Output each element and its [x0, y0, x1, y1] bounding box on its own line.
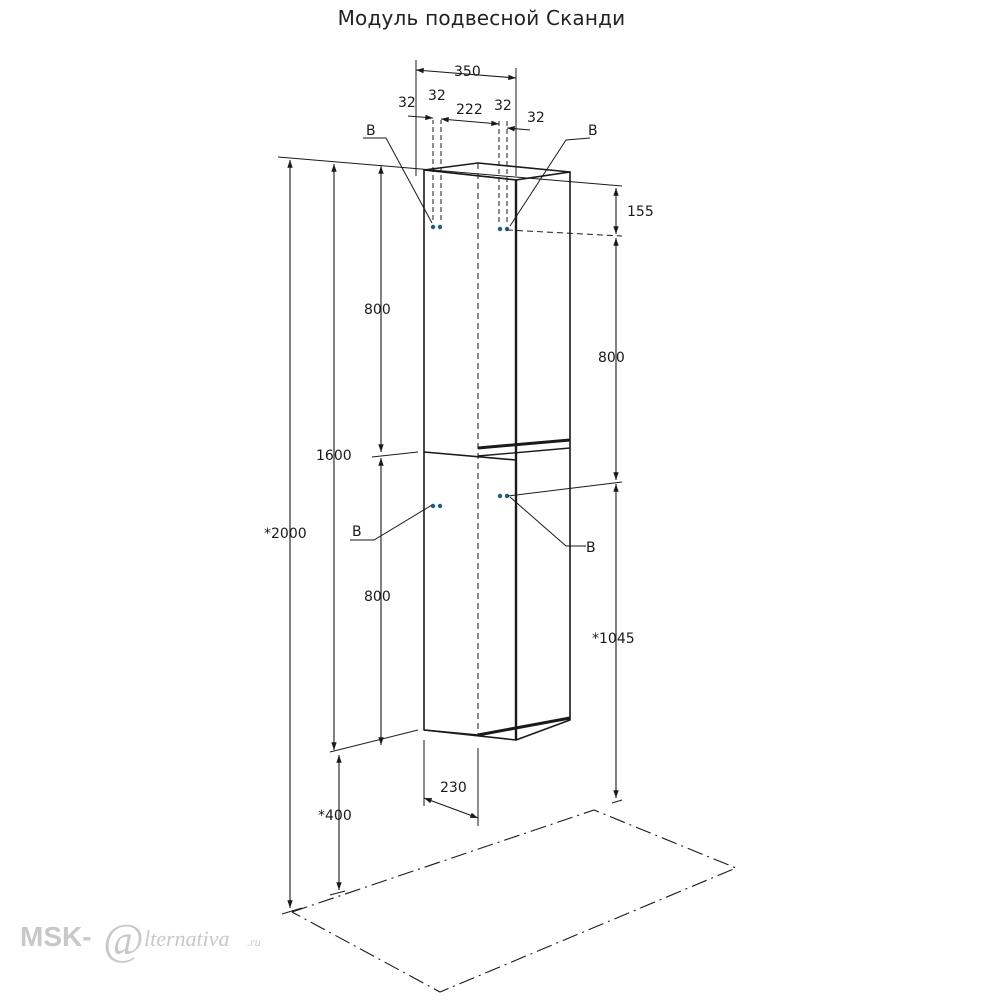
watermark-domain: .ru [247, 935, 261, 949]
dimension-lines [287, 67, 619, 909]
dim-hole-left-b: 32 [428, 88, 446, 104]
door-split-line [423, 451, 517, 461]
marker-bottom-left: B [352, 524, 362, 540]
watermark-brand: MSK- [20, 921, 92, 952]
mounting-holes [430, 224, 510, 509]
dimension-labels: 350 32 32 222 32 32 155 800 1600 800 *20… [264, 64, 654, 824]
extension-lines [277, 60, 623, 915]
dim-left-upper: 800 [364, 302, 391, 318]
dim-hole-right-a: 32 [494, 98, 512, 114]
dim-right-upper: 800 [598, 350, 625, 366]
leader-lines [350, 137, 591, 547]
shelf-line-2 [477, 447, 571, 457]
cabinet-front-face [423, 169, 517, 741]
hole [497, 226, 503, 232]
dim-left-total: *2000 [264, 526, 307, 542]
dim-hole-spacing: 222 [456, 102, 483, 118]
hole [504, 493, 510, 499]
cabinet [423, 162, 571, 741]
dim-hole-left-a: 32 [398, 95, 416, 111]
watermark: MSK- @ lternativa .ru [20, 915, 261, 964]
marker-bottom-right: B [586, 540, 596, 556]
dim-left-lower: 800 [364, 589, 391, 605]
hole [430, 224, 436, 230]
dim-left-mid: 1600 [316, 448, 352, 464]
hole [437, 224, 443, 230]
hole [430, 503, 436, 509]
shelf-line [477, 438, 571, 450]
hole [437, 503, 443, 509]
cabinet-side-face [515, 171, 571, 741]
dim-depth: 230 [440, 780, 467, 796]
floor-plane [291, 809, 738, 993]
drawing-title: Модуль подвесной Сканди [337, 6, 626, 30]
dim-top-offset: 155 [627, 204, 654, 220]
dim-floor-gap: *400 [318, 808, 352, 824]
marker-top-right: B [588, 123, 598, 139]
dim-hole-right-b: 32 [527, 110, 545, 126]
bottom-panel-front [423, 729, 479, 736]
watermark-at-logo: @ [103, 915, 143, 964]
dim-width: 350 [454, 64, 481, 80]
bottom-panel [477, 716, 571, 737]
dim-right-lower: *1045 [592, 631, 635, 647]
hole-markers: B B B B [352, 123, 598, 556]
hole [497, 493, 503, 499]
watermark-tail: lternativa [144, 926, 230, 951]
marker-top-left: B [366, 123, 376, 139]
